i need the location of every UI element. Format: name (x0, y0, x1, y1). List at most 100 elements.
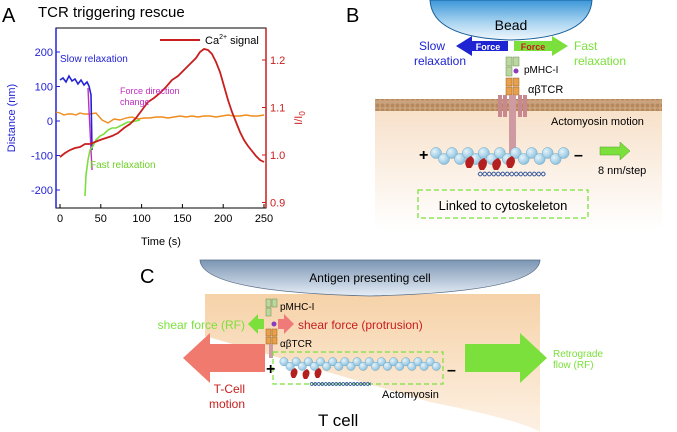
plus-end: + (419, 147, 428, 164)
actin-subunit (297, 361, 307, 371)
actin-subunit (279, 357, 289, 367)
x-axis-label: Time (s) (141, 236, 181, 248)
y-left-axis-label: Distance (nm) (6, 84, 18, 152)
actin-subunit (510, 147, 522, 159)
force-left-label: Force (476, 42, 501, 52)
actomyosin-motion-label: Actomyosin motion (551, 116, 644, 128)
y-right-tick-label: 1.1 (270, 103, 285, 115)
actin-subunit (358, 361, 368, 371)
plus-end-c: + (266, 361, 275, 378)
actin-subunit (328, 357, 338, 367)
cell-cytoplasm (375, 106, 662, 230)
traces (55, 48, 265, 197)
force-arrow-left (456, 36, 508, 56)
actin-subunit (316, 357, 325, 367)
cytoskeleton-label: Linked to cytoskeleton (439, 198, 568, 213)
x-tick-label: 250 (255, 213, 273, 225)
actin-subunit (285, 361, 295, 371)
x-tick-label: 200 (214, 213, 232, 225)
force-right-label: Force (521, 42, 546, 52)
actin-subunit (525, 147, 538, 159)
legend-label: Ca2+ signal (205, 34, 259, 47)
t-cell-motion-label-1: T-Cell (214, 382, 245, 396)
actomyosin-box (272, 351, 444, 385)
distance-trace-slow (59, 74, 93, 151)
actin-subunit (407, 361, 417, 371)
myosin-tail (477, 171, 546, 177)
actin-subunit (425, 357, 435, 367)
tcr-label: αβTCR (528, 84, 563, 96)
panel-c: C Antigen presenting cell pMHC-I shear f… (140, 259, 603, 432)
slow-label-2: relaxation (414, 54, 466, 68)
annotation-force-direction-1: Force direction (120, 86, 180, 96)
shear-protrusion-arrow (278, 314, 294, 334)
minus-end-c: – (447, 362, 456, 379)
bead-label: Bead (495, 17, 528, 33)
apc-label: Antigen presenting cell (309, 271, 430, 285)
t-cell-label: T cell (318, 411, 358, 430)
pmhc-molecule-c (265, 298, 278, 358)
distance-trace-orange (55, 111, 265, 124)
actin-subunit (370, 361, 380, 371)
actin-subunit (401, 357, 411, 367)
distance-trace-switch (87, 87, 93, 171)
actin-subunit (549, 153, 562, 165)
annotation-slow: Slow relaxation (60, 54, 128, 65)
minus-end: – (574, 147, 583, 164)
y-left-tick-label: 200 (35, 47, 53, 59)
panel-b: B Bead Force Force Slow relaxation Fast … (346, 0, 662, 230)
actin-subunit (352, 357, 362, 367)
x-tick-label: 50 (95, 213, 107, 225)
actin-subunit (430, 147, 442, 159)
distance-trace-fast (84, 119, 141, 197)
force-arrow-right (514, 36, 568, 56)
step-label: 8 nm/step (598, 165, 646, 177)
actin-filament-c (279, 357, 441, 371)
bead (429, 0, 593, 41)
actin-subunit (346, 361, 356, 371)
shear-protrusion-label: shear force (protrusion) (298, 318, 423, 332)
y-right-tick-label: 1.0 (270, 150, 285, 162)
step-arrow (599, 141, 631, 161)
fast-label-2: relaxation (574, 54, 626, 68)
retrograde-flow-arrow (465, 333, 547, 383)
actin-subunit (334, 361, 344, 371)
panel-b-letter: B (346, 5, 359, 27)
retrograde-label-1: Retrograde (553, 349, 603, 360)
myosin-heads-c (290, 368, 322, 379)
actin-subunit (291, 357, 301, 367)
y-left-tick-label: 0 (47, 116, 53, 128)
panel-c-letter: C (140, 266, 154, 288)
actin-subunit (446, 147, 458, 159)
actin-subunit (389, 357, 399, 367)
y-left-tick-label: -100 (31, 151, 53, 163)
cytoskeleton-box (417, 189, 589, 219)
actin-subunit (431, 361, 441, 371)
fast-label-1: Fast (574, 39, 598, 53)
y-left-tick-label: -200 (31, 185, 53, 197)
y-left-tick-label: 100 (35, 82, 53, 94)
actin-subunit (364, 357, 374, 367)
x-tick-label: 150 (173, 213, 191, 225)
y-right-tick-label: 1.2 (270, 55, 285, 67)
antigen-presenting-cell (199, 259, 541, 297)
y-right-axis-label: I/I0 (293, 111, 307, 125)
actin-subunit (541, 147, 554, 159)
y-right-ticks: 1.21.11.00.9 (262, 55, 285, 210)
shear-rf-label: shear force (RF) (158, 318, 245, 332)
retrograde-label-2: flow (RF) (553, 360, 594, 371)
actin-subunit (383, 361, 392, 371)
pmhc-molecule (505, 56, 520, 77)
y-left-ticks: 200 100 0 -100 -200 (31, 47, 60, 197)
actin-subunit (310, 361, 319, 371)
actin-subunit (322, 361, 332, 371)
annotation-fast: Fast relaxation (90, 160, 156, 171)
tcr-molecule (498, 77, 527, 155)
myosin-tail-c (309, 381, 371, 387)
t-cell-motion-label-2: motion (209, 397, 245, 411)
panel-a-letter: A (2, 5, 16, 27)
actin-subunit (395, 361, 405, 371)
